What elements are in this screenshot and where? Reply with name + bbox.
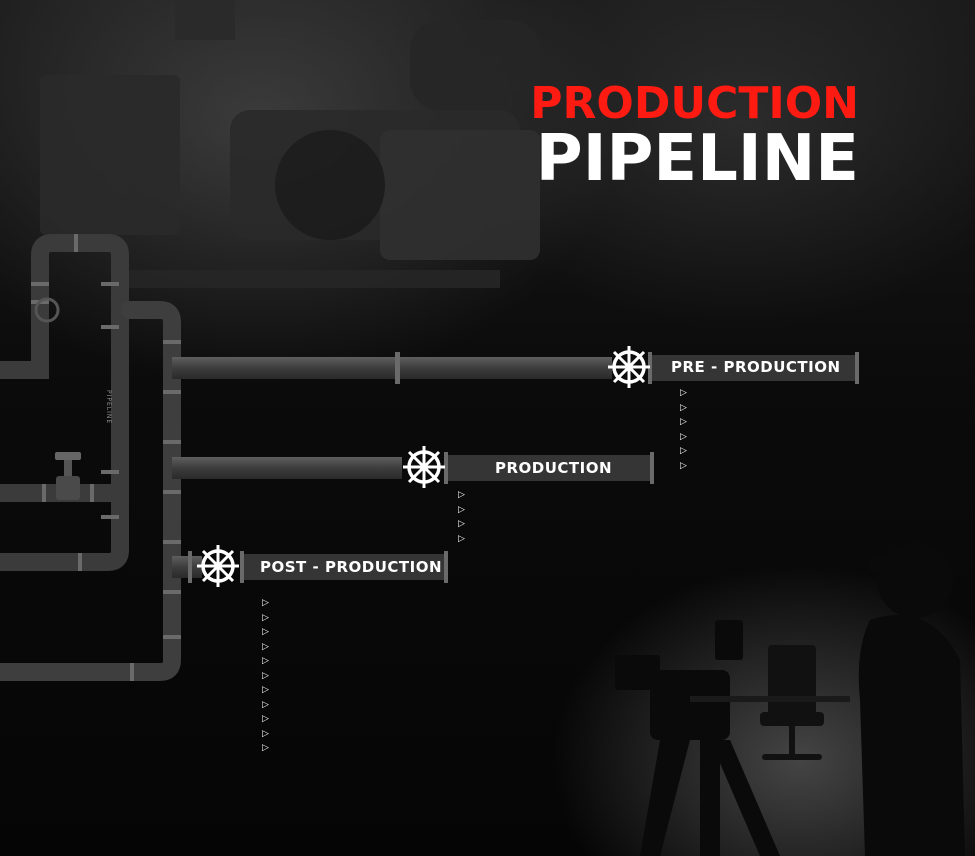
- ship-wheel-icon: [403, 446, 445, 488]
- arrow-right-icon: ▷: [458, 504, 465, 515]
- tripod-silhouette: [615, 620, 780, 856]
- arrow-right-icon: ▷: [458, 490, 465, 500]
- person-silhouette: [858, 542, 965, 856]
- chair-silhouette: [690, 645, 850, 760]
- arrow-right-icon: ▷: [262, 656, 269, 666]
- ship-wheel-icon: [197, 545, 239, 587]
- branch-pipe-pre-production: [172, 352, 859, 384]
- arrow-right-icon: ▷: [262, 612, 269, 623]
- arrow-right-icon: ▷: [262, 699, 269, 710]
- arrow-right-icon: ▷: [680, 446, 687, 456]
- camera-rig-silhouette: [40, 0, 540, 288]
- arrow-list-production: ▷ ▷ ▷ ▷: [458, 488, 465, 546]
- arrow-right-icon: ▷: [262, 670, 269, 681]
- arrow-right-icon: ▷: [458, 533, 465, 544]
- arrow-right-icon: ▷: [262, 627, 269, 637]
- title-line-production: PRODUCTION: [530, 78, 859, 129]
- branch-pipe-production: [172, 452, 654, 484]
- arrow-right-icon: ▷: [262, 714, 269, 724]
- ship-wheel-icon: [608, 346, 650, 388]
- arrow-right-icon: ▷: [680, 431, 687, 442]
- arrow-right-icon: ▷: [262, 598, 269, 608]
- arrow-list-post-production: ▷ ▷ ▷ ▷ ▷ ▷ ▷ ▷ ▷ ▷ ▷: [262, 596, 269, 756]
- stage-label-post-production: POST - PRODUCTION: [260, 558, 443, 576]
- stage-label-pre-production: PRE - PRODUCTION: [671, 358, 841, 376]
- arrow-right-icon: ▷: [262, 685, 269, 695]
- arrow-right-icon: ▷: [680, 388, 687, 398]
- title-line-pipeline: PIPELINE: [535, 122, 859, 196]
- arrow-right-icon: ▷: [680, 417, 687, 427]
- branch-pipe-post-production: [172, 551, 448, 583]
- pipe-engraved-text: PIPELINE: [105, 390, 112, 425]
- arrow-right-icon: ▷: [262, 641, 269, 652]
- arrow-right-icon: ▷: [680, 460, 687, 471]
- arrow-right-icon: ▷: [458, 519, 465, 529]
- stage-label-production: PRODUCTION: [495, 459, 613, 477]
- arrow-right-icon: ▷: [262, 743, 269, 753]
- arrow-right-icon: ▷: [262, 728, 269, 739]
- left-pipe-cluster: [0, 234, 181, 681]
- valve-icon: [34, 297, 81, 500]
- loop-pipe: [0, 234, 129, 571]
- arrow-right-icon: ▷: [680, 402, 687, 413]
- arrow-list-pre-production: ▷ ▷ ▷ ▷ ▷ ▷: [680, 386, 687, 473]
